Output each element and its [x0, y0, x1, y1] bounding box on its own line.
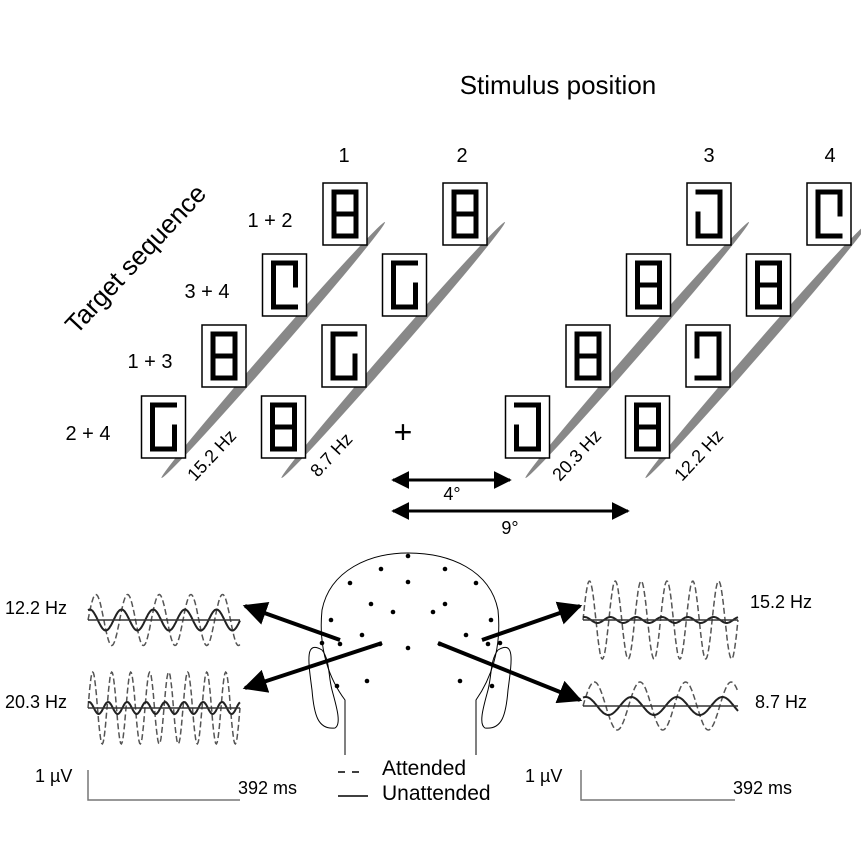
- stimulus-box-r1-c2: [442, 182, 488, 246]
- position-label-1: 1: [338, 145, 349, 167]
- electrode-dot: [405, 579, 411, 585]
- scale-duration-left: 392 ms: [238, 778, 297, 798]
- stimulus-box-r3-c4: [685, 324, 731, 388]
- electrode-dot: [489, 683, 495, 689]
- wave-label-15hz: 15.2 Hz: [750, 592, 812, 612]
- frequency-bar-3: [525, 221, 750, 479]
- unattended-trace: [87, 700, 241, 716]
- electrode-dot: [347, 580, 353, 586]
- electrode-dot: [390, 609, 396, 615]
- electrode-dot: [497, 640, 503, 646]
- stimulus-box-r4-c3: [504, 395, 551, 459]
- stimulus-box-r3-c1: [201, 324, 247, 388]
- fixation-cross: +: [394, 414, 413, 450]
- electrode-dot: [319, 640, 325, 646]
- unattended-trace: [582, 616, 739, 624]
- arrow-to-20hz: [242, 641, 383, 693]
- waveform-122Hz: [87, 593, 241, 647]
- electrode-dot: [473, 580, 479, 586]
- frequency-bar-1: [161, 221, 386, 479]
- stimulus-box-r1-c3: [686, 182, 732, 246]
- arrow-to-8hz: [437, 641, 583, 704]
- scale-bar-right: [580, 770, 735, 801]
- sequence-label-1: 1 + 2: [247, 210, 292, 232]
- stimulus-box-r2-c4: [745, 253, 792, 317]
- waveform-87Hz: [582, 681, 739, 731]
- electrode-dot: [485, 641, 491, 647]
- arrow-to-15hz: [481, 601, 583, 642]
- arrow-to-12hz: [242, 601, 341, 642]
- electrode-dot: [405, 553, 411, 559]
- electrode-dot: [334, 683, 340, 689]
- stimulus-box-r3-c2: [321, 324, 367, 388]
- right-ear: [481, 647, 512, 729]
- position-label-4: 4: [824, 145, 835, 167]
- waveform-203Hz: [87, 670, 241, 746]
- unattended-trace: [582, 696, 739, 716]
- stimulus-box-r1-c1: [322, 182, 368, 246]
- sequence-label-2: 3 + 4: [184, 281, 229, 303]
- electrode-dot: [488, 617, 494, 623]
- frequency-bar-4: [645, 221, 861, 479]
- electrode-dot: [364, 678, 370, 684]
- electrode-dot: [368, 601, 374, 607]
- scale-bar-left: [87, 770, 240, 801]
- waveform-152Hz: [582, 579, 739, 661]
- electrode-dot: [378, 566, 384, 572]
- position-label-2: 2: [456, 145, 467, 167]
- sequence-label-3: 1 + 3: [127, 351, 172, 373]
- stimulus-box-r4-c2: [260, 395, 307, 459]
- electrode-dot: [359, 632, 365, 638]
- projection-arrows: [242, 601, 583, 704]
- scale-amplitude-right: 1 µV: [525, 766, 562, 786]
- figure-title: Stimulus position: [460, 70, 657, 100]
- frequency-bar-2: [281, 221, 506, 479]
- angle-label-4deg: 4°: [443, 484, 460, 504]
- scale-amplitude-left: 1 µV: [35, 766, 72, 786]
- frequency-bars: [161, 221, 861, 479]
- scale-duration-right: 392 ms: [733, 778, 792, 798]
- left-ear: [308, 647, 339, 729]
- stimulus-box-r3-c3: [565, 324, 611, 388]
- wave-label-8hz: 8.7 Hz: [755, 692, 807, 712]
- stimulus-box-r2-c2: [381, 253, 428, 317]
- electrode-dot: [457, 678, 463, 684]
- head-electrode-map: [308, 552, 512, 755]
- stimulus-grid: [140, 182, 852, 459]
- electrode-dot: [430, 609, 436, 615]
- electrode-dot: [442, 601, 448, 607]
- electrode-dot: [337, 641, 343, 647]
- electrodes: [319, 553, 503, 689]
- waveforms: [87, 579, 739, 746]
- frequency-label-pos3: 20.3 Hz: [548, 426, 605, 485]
- wave-label-20hz: 20.3 Hz: [5, 692, 67, 712]
- electrode-dot: [405, 645, 411, 651]
- target-sequence-label: Target sequence: [59, 178, 212, 339]
- legend-unattended-label: Unattended: [382, 782, 491, 805]
- electrode-dot: [328, 617, 334, 623]
- legend-attended-label: Attended: [382, 757, 466, 780]
- sequence-label-4: 2 + 4: [65, 423, 110, 445]
- angle-label-9deg: 9°: [501, 518, 518, 538]
- electrode-dot: [463, 632, 469, 638]
- electrode-dot: [442, 566, 448, 572]
- stimulus-box-r2-c1: [261, 253, 308, 317]
- stimulus-box-r4-c1: [140, 395, 187, 459]
- position-label-3: 3: [703, 145, 714, 167]
- stimulus-box-r4-c4: [624, 395, 671, 459]
- stimulus-box-r2-c3: [625, 253, 672, 317]
- frequency-label-pos1: 15.2 Hz: [183, 426, 240, 485]
- stimulus-box-r1-c4: [806, 182, 852, 246]
- wave-label-12hz: 12.2 Hz: [5, 598, 67, 618]
